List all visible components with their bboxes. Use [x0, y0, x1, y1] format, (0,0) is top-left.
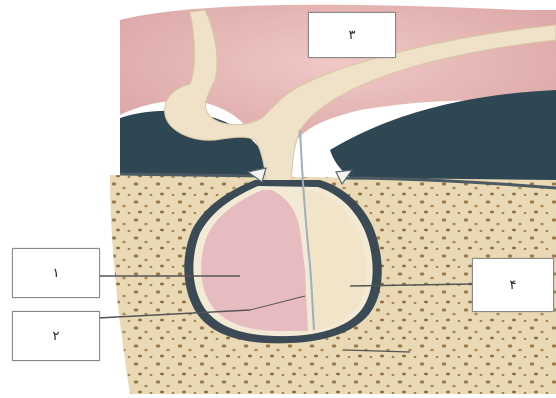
label-1-text: ۱ — [53, 266, 60, 281]
label-box-3: ۳ — [308, 12, 396, 58]
label-box-4: ۴ — [472, 258, 554, 312]
label-box-2: ۲ — [12, 311, 100, 361]
label-4-text: ۴ — [510, 278, 517, 293]
label-3-text: ۳ — [349, 28, 356, 43]
dura-line — [120, 174, 260, 176]
label-box-1: ۱ — [12, 248, 100, 298]
label-2-text: ۲ — [53, 329, 60, 344]
